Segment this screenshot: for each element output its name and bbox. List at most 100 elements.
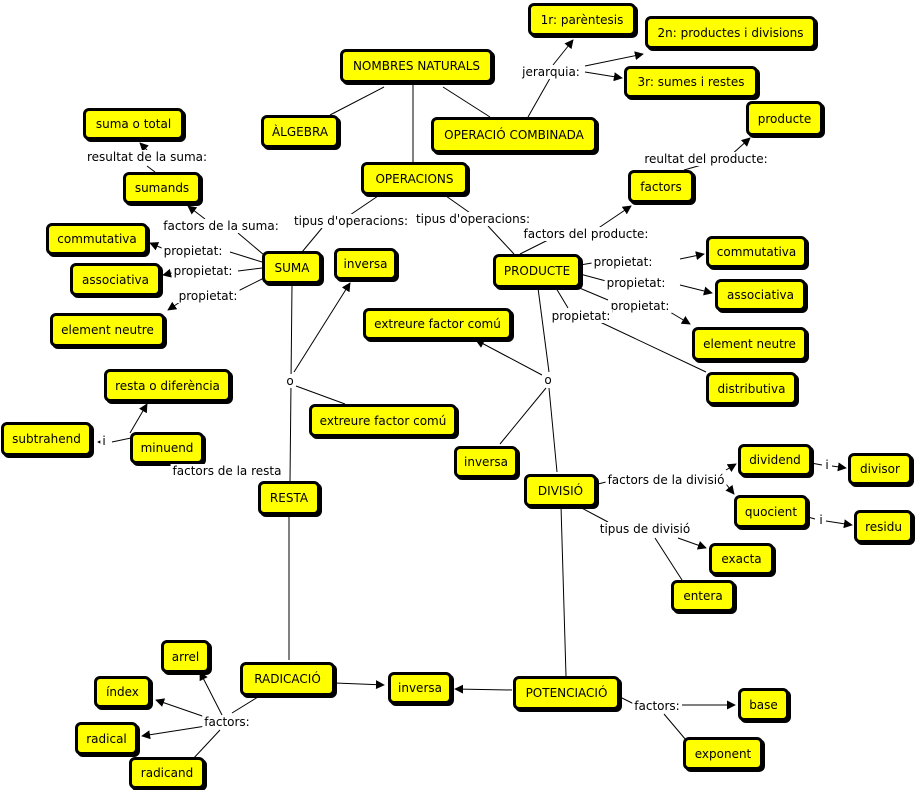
- node-extreure-factor-comu-2[interactable]: extreure factor comú: [309, 404, 457, 437]
- link-nombres-algebra: [329, 86, 385, 116]
- link-divisio-factors: [597, 481, 607, 485]
- node-entera[interactable]: entera: [671, 580, 735, 612]
- link-sumands-resultat: [146, 165, 156, 173]
- arrow-p1: [552, 39, 574, 66]
- arrow-sumands: [187, 205, 206, 220]
- node-element-neutre-producte[interactable]: element neutre: [692, 327, 807, 361]
- link-label-i-dividend: i: [823, 458, 831, 472]
- arrow-radical: [141, 725, 207, 740]
- node-inversa-radicacio[interactable]: inversa: [388, 672, 452, 704]
- link-producte-prop4: [555, 287, 569, 309]
- link-producte-prop1: [579, 262, 593, 266]
- link-radicacio-factors: [231, 696, 259, 714]
- node-inversa-suma[interactable]: inversa: [334, 248, 397, 280]
- arrow-factors: [596, 205, 632, 230]
- link-o2-inversa-d: [499, 387, 547, 445]
- arrow-exacta: [677, 537, 707, 550]
- arrow-extreure1: [475, 339, 543, 376]
- node-operacio-combinada[interactable]: OPERACIÓ COMBINADA: [431, 117, 597, 153]
- arrow-inversa-s: [293, 282, 351, 373]
- link-label-propietat-producte-3: propietat:: [608, 299, 672, 313]
- arrow-resta-dif: [129, 403, 148, 434]
- node-p2[interactable]: 2n: productes i divisions: [645, 16, 816, 49]
- link-potenciacio-factors: [617, 695, 635, 705]
- node-inversa-divisio[interactable]: inversa: [454, 446, 518, 478]
- node-commutativa-producte[interactable]: commutativa: [706, 236, 807, 268]
- arrow-quocient: [725, 483, 735, 495]
- node-residu[interactable]: residu: [854, 510, 913, 543]
- link-label-o-producte: o: [542, 373, 554, 387]
- node-radical[interactable]: radical: [75, 722, 138, 755]
- node-distributiva[interactable]: distributiva: [706, 372, 797, 405]
- arrow-inversa-r1: [334, 680, 385, 690]
- node-index[interactable]: índex: [94, 676, 151, 708]
- link-dividend-i: [810, 462, 823, 466]
- node-radicand[interactable]: radicand: [129, 757, 205, 789]
- link-label-jerarquia: jerarquia:: [520, 65, 582, 79]
- node-operacions[interactable]: OPERACIONS: [361, 162, 468, 195]
- arrow-residu: [825, 519, 853, 529]
- link-label-factors-resta: factors de la resta: [170, 464, 284, 478]
- node-commutativa-suma[interactable]: commutativa: [46, 223, 148, 255]
- node-sumands[interactable]: sumands: [123, 172, 201, 204]
- node-divisor[interactable]: divisor: [848, 453, 912, 485]
- arrow-p3: [584, 71, 623, 82]
- link-label-i-resta: i: [100, 434, 108, 448]
- node-producte[interactable]: PRODUCTE: [493, 254, 581, 288]
- arrow-associativa-s: [162, 268, 173, 278]
- node-exponent[interactable]: exponent: [683, 737, 763, 770]
- link-producte-o2: [537, 287, 550, 373]
- link-suma-factors: [237, 232, 265, 256]
- node-resta[interactable]: RESTA: [258, 481, 320, 515]
- node-radicacio[interactable]: RADICACIÓ: [240, 662, 335, 696]
- node-dividend[interactable]: dividend: [738, 444, 812, 476]
- arrow-element-s: [167, 301, 181, 311]
- link-suma-prop2: [237, 267, 263, 272]
- node-nombres-naturals[interactable]: NOMBRES NATURALS: [340, 49, 493, 83]
- arrow-arrel: [199, 671, 223, 716]
- node-base[interactable]: base: [738, 688, 789, 721]
- link-label-i-quocient: i: [817, 513, 825, 527]
- node-divisio[interactable]: DIVISIÓ: [524, 474, 597, 507]
- node-resta-diferencia[interactable]: resta o diferència: [104, 369, 231, 402]
- node-quocient[interactable]: quocient: [734, 495, 808, 528]
- node-potenciacio[interactable]: POTENCIACIÓ: [513, 676, 620, 710]
- node-arrel[interactable]: arrel: [161, 640, 210, 673]
- link-label-propietat-suma-3: propietat:: [176, 289, 240, 303]
- link-label-factors-suma: factors de la suma:: [161, 219, 281, 233]
- node-associativa-producte[interactable]: associativa: [715, 279, 806, 311]
- arrow-inversa-r2: [454, 684, 513, 694]
- node-algebra[interactable]: ÀLGEBRA: [261, 115, 339, 148]
- link-nombres-combinada: [442, 86, 491, 118]
- link-tipus2-producte: [487, 225, 515, 255]
- link-label-propietat-suma-2: propietat:: [171, 264, 235, 278]
- link-quocient-i: [807, 516, 816, 520]
- link-label-tipus-divisio: tipus de divisió: [597, 522, 693, 536]
- node-producte-result[interactable]: producte: [746, 101, 823, 136]
- link-prop4-distributiva: [599, 321, 707, 373]
- link-label-factors-producte: factors del producte:: [521, 227, 651, 241]
- link-label-tipus-operacions-1: tipus d'operacions:: [291, 214, 411, 228]
- link-operacions-tipus1: [349, 195, 379, 216]
- link-label-propietat-producte-2: propietat:: [604, 276, 668, 290]
- node-minuend[interactable]: minuend: [130, 432, 204, 464]
- node-associativa-suma[interactable]: associativa: [70, 263, 161, 296]
- node-factors[interactable]: factors: [628, 170, 694, 203]
- link-o2-divisio: [548, 387, 558, 473]
- link-label-factors-radicacio: factors:: [202, 715, 252, 729]
- node-exacta[interactable]: exacta: [709, 543, 774, 575]
- node-p1[interactable]: 1r: parèntesis: [528, 3, 636, 36]
- arrow-divisor: [831, 462, 847, 472]
- link-producte-factors: [519, 239, 549, 255]
- node-element-neutre-suma[interactable]: element neutre: [50, 313, 165, 347]
- node-extreure-factor-comu-1[interactable]: extreure factor comú: [363, 308, 512, 340]
- node-suma-total[interactable]: suma o total: [83, 108, 184, 140]
- link-label-propietat-producte-4: propietat:: [549, 309, 613, 323]
- node-suma[interactable]: SUMA: [262, 251, 322, 284]
- arrow-dividend: [725, 463, 737, 473]
- node-p3[interactable]: 3r: sumes i restes: [624, 66, 758, 98]
- link-combinada-jerarquia: [527, 72, 554, 118]
- node-subtrahend[interactable]: subtrahend: [1, 422, 92, 456]
- link-factors-exponent: [663, 713, 687, 741]
